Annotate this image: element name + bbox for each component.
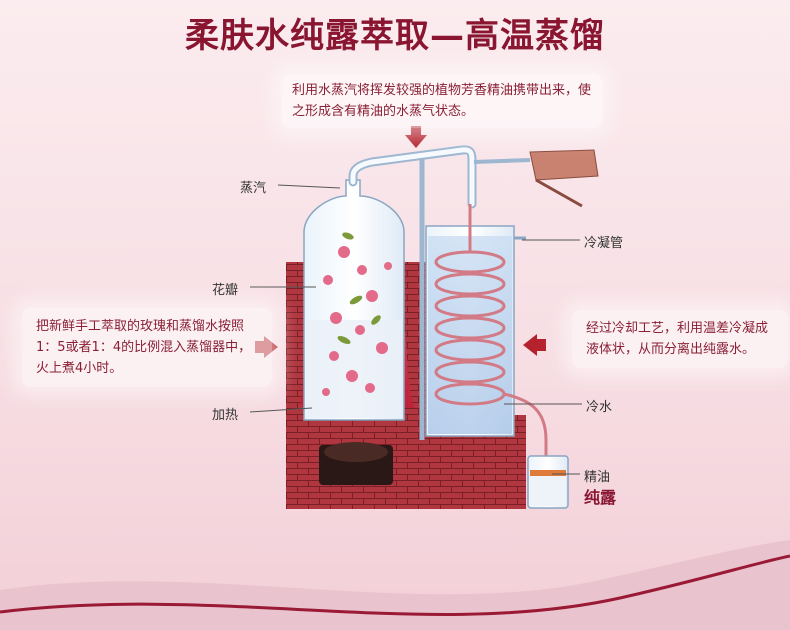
page-title: 柔肤水纯露萃取—高温蒸馏 (185, 16, 605, 56)
note-cooling-process: 经过冷却工艺，利用温差冷凝成液体状，从而分离出纯露水。 (572, 310, 788, 368)
arrow-left-icon (523, 334, 546, 356)
note-rose-process: 把新鲜手工萃取的玫瑰和蒸馏水按照1：5或者1：4的比例混入蒸馏器中，火上煮4小时… (22, 308, 272, 387)
note-steam-description: 利用水蒸汽将挥发较强的植物芳香精油携带出来，使之形成含有精油的水蒸气状态。 (282, 74, 602, 128)
label-petals: 花瓣 (212, 283, 239, 298)
label-cold-water: 冷水 (586, 400, 613, 415)
arrow-down-icon (405, 126, 427, 148)
condenser-coil (434, 204, 548, 458)
label-hydrosol: 纯露 (584, 488, 617, 507)
label-heating: 加热 (212, 408, 239, 423)
collection-jar (527, 455, 569, 509)
label-condenser: 冷凝管 (584, 236, 624, 251)
rose-petals (322, 246, 392, 396)
funnel (529, 149, 599, 208)
wave-decoration (0, 540, 790, 630)
label-essential-oil: 精油 (584, 470, 611, 485)
label-steam: 蒸汽 (240, 181, 267, 196)
